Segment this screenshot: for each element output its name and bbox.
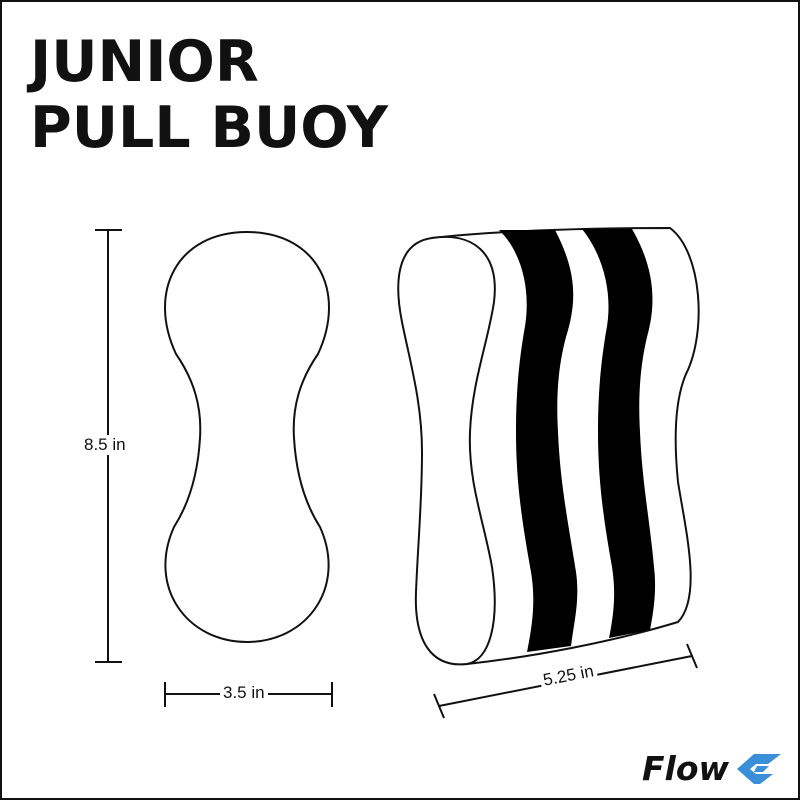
title-line-1: JUNIOR (30, 29, 259, 95)
page-title: JUNIOR PULL BUOY (30, 30, 388, 160)
title-line-2: PULL BUOY (30, 95, 388, 161)
buoy-stripe-1 (499, 230, 578, 652)
brand-name: Flow (642, 749, 730, 788)
brand-logo: Flow (642, 748, 783, 790)
flow-logo-icon (737, 754, 782, 784)
buoy-stripe-2 (582, 229, 656, 638)
buoy-front-outline (164, 230, 330, 644)
buoy-3d-front-face (397, 236, 496, 666)
height-label: 8.5 in (84, 435, 126, 455)
width-label: 3.5 in (220, 683, 268, 703)
buoy-3d-view (397, 226, 700, 666)
